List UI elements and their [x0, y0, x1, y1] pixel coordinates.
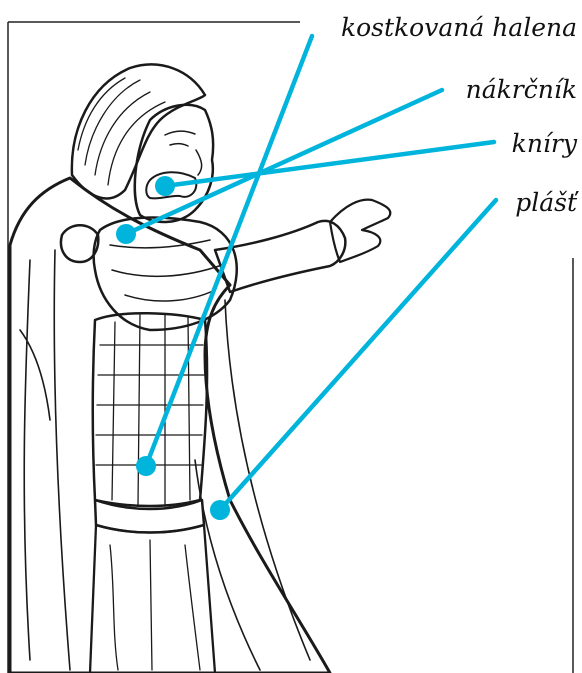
scarf-folds: [110, 240, 222, 301]
leader-line-shirt: [146, 36, 312, 466]
character-illustration: [10, 64, 390, 673]
pointer-dot-scarf: [116, 224, 136, 244]
face-details: [165, 131, 202, 175]
trousers-shape: [90, 525, 215, 673]
pointer-dot-shirt: [136, 456, 156, 476]
trousers-folds: [110, 540, 200, 670]
cloak-shape: [10, 178, 330, 673]
hand-shape: [330, 200, 390, 262]
label-scarf: nákrčník: [466, 75, 577, 104]
label-shirt: kostkovaná halena: [341, 13, 577, 42]
label-cloak: plášť: [515, 188, 579, 217]
plaid-pattern: [96, 315, 204, 505]
pointer-dot-cloak: [210, 500, 230, 520]
cloak-clasp-shape: [61, 225, 98, 262]
leader-line-cloak: [220, 200, 496, 510]
pointer-dot-mustache: [155, 176, 175, 196]
label-mustache: kníry: [512, 129, 578, 158]
leader-line-mustache: [165, 142, 494, 186]
